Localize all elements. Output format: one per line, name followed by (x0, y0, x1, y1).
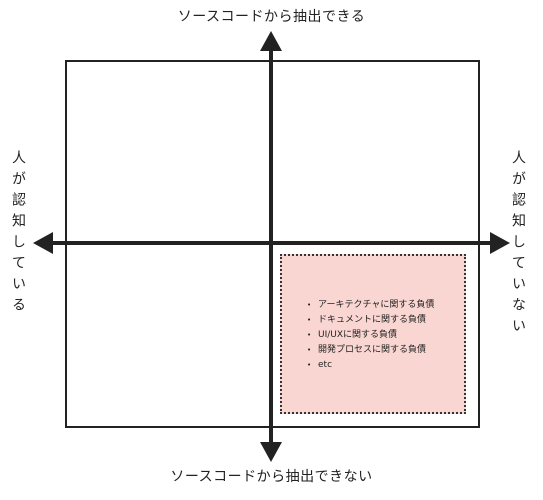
debt-item-documentation: ドキュメントに関する負債 (307, 313, 434, 328)
arrow-right-icon (490, 232, 510, 254)
arrow-up-icon (260, 31, 282, 51)
debt-item-etc: etc (307, 358, 434, 373)
debt-list: アーキテクチャに関する負債 ドキュメントに関する負債 UI/UXに関する負債 開… (307, 298, 434, 373)
axis-label-right: 人が認知していない (510, 150, 526, 339)
debt-item-architecture: アーキテクチャに関する負債 (307, 298, 434, 313)
arrow-down-icon (260, 442, 282, 462)
axis-label-bottom: ソースコードから抽出できない (170, 469, 373, 485)
axis-label-top: ソースコードから抽出できる (177, 9, 366, 25)
debt-item-dev-process: 開発プロセスに関する負債 (307, 343, 434, 358)
arrow-left-icon (33, 232, 53, 254)
axis-label-left: 人が認知している (10, 150, 26, 318)
debt-item-ui-ux: UI/UXに関する負債 (307, 328, 434, 343)
